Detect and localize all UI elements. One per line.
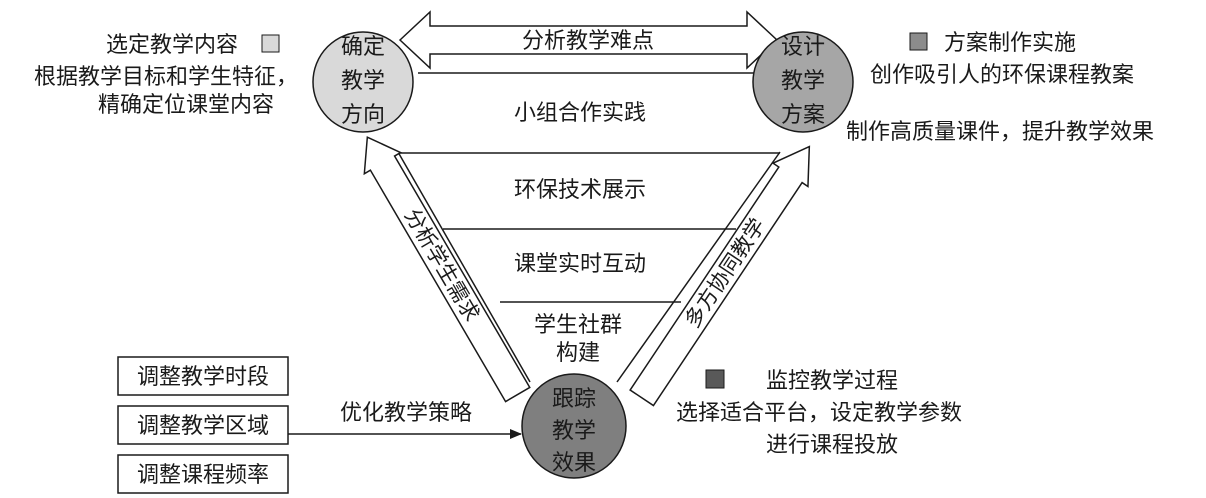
legend-right-title: 方案制作实施: [944, 31, 1076, 56]
node-top-right-line-1: 设计: [781, 35, 825, 60]
legend-right-swatch: [909, 32, 928, 51]
legend-bottom-line-1: 选择适合平台，设定教学参数: [676, 401, 962, 426]
node-bottom-line-3: 效果: [552, 451, 596, 476]
adjust-box-2: 调整教学区域: [117, 405, 289, 445]
legend-bottom-line-2: 进行课程投放: [766, 433, 898, 458]
bottom-layer-line-1: 学生社群: [534, 313, 622, 338]
adjust-box-1: 调整教学时段: [117, 356, 289, 396]
bottom-layer-line-2: 构建: [556, 341, 600, 366]
legend-left-line-1: 根据教学目标和学生特征，: [34, 65, 298, 90]
adjust-box-3: 调整课程频率: [117, 454, 289, 494]
legend-right-line-2: 制作高质量课件，提升教学效果: [846, 120, 1154, 145]
triangle-left-edge: [397, 151, 531, 383]
adjust-box-3-label: 调整课程频率: [137, 463, 269, 488]
layer-3-label: 课堂实时互动: [514, 252, 646, 277]
triangle-right-edge: [616, 151, 781, 383]
adjust-box-1-label: 调整教学时段: [137, 365, 269, 390]
legend-left-swatch: [261, 34, 280, 53]
adjust-arrow-label: 优化教学策略: [340, 401, 472, 426]
legend-bottom-swatch: [705, 369, 725, 389]
left-arrow-label: 分析学生需求: [400, 205, 484, 326]
legend-bottom-title: 监控教学过程: [766, 369, 898, 394]
node-top-left-line-3: 方向: [341, 103, 385, 128]
node-top-left: 确定 教学 方向: [312, 31, 414, 133]
legend-right-line-1: 创作吸引人的环保课程教案: [870, 63, 1134, 88]
node-bottom-line-2: 教学: [552, 419, 596, 444]
left-diagonal-arrow: 分析学生需求: [363, 136, 531, 403]
legend-left-line-2: 精确定位课堂内容: [98, 93, 274, 118]
node-top-right-line-3: 方案: [781, 103, 825, 128]
node-bottom-line-1: 跟踪: [552, 387, 596, 412]
node-top-left-line-1: 确定: [341, 35, 385, 60]
layer-2-label: 环保技术展示: [514, 178, 646, 203]
layer-1-label: 小组合作实践: [514, 101, 646, 126]
node-top-left-line-2: 教学: [341, 69, 385, 94]
adjust-box-2-label: 调整教学区域: [137, 414, 269, 439]
node-top-right: 设计 教学 方案: [752, 31, 854, 133]
legend-left-title: 选定教学内容: [106, 33, 238, 58]
node-top-right-line-2: 教学: [781, 69, 825, 94]
top-arrow-label: 分析教学难点: [522, 29, 654, 54]
node-bottom: 跟踪 教学 效果: [521, 373, 627, 479]
